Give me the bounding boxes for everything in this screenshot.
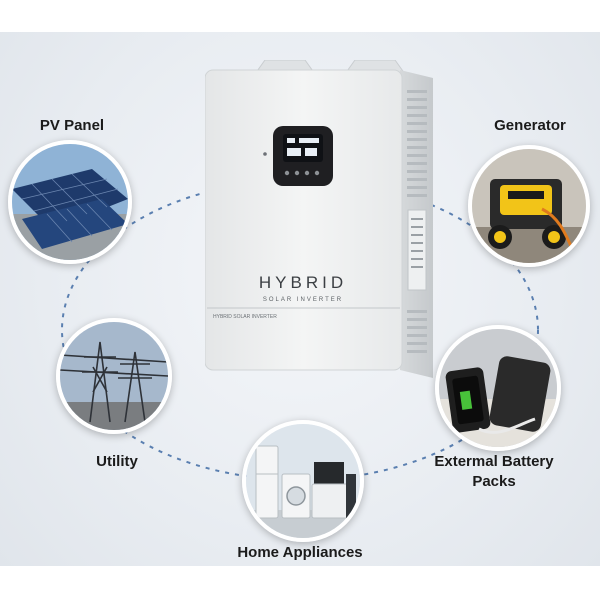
- appliances-icon: [246, 424, 360, 538]
- inverter-brand-text: HYBRID: [259, 273, 347, 292]
- generator-photo: [468, 145, 590, 267]
- power-tower-icon: [60, 322, 168, 430]
- inverter-side-label: HYBRID SOLAR INVERTER: [213, 314, 277, 320]
- solar-panel-icon: [12, 144, 128, 260]
- home-appliances-label: Home Appliances: [237, 544, 363, 561]
- generator-icon: [472, 149, 586, 263]
- battery-packs-photo: [435, 325, 561, 451]
- utility-photo: [56, 318, 172, 434]
- home-appliances-photo: [242, 420, 364, 542]
- battery-packs-label: Extermal Battery Packs: [428, 452, 560, 492]
- generator-label: Generator: [494, 117, 566, 134]
- bottom-margin: [0, 566, 600, 600]
- pv-panel-label: PV Panel: [39, 117, 105, 134]
- top-margin: [0, 0, 600, 32]
- power-bank-icon: [439, 329, 557, 447]
- inverter-sub-text: SOLAR INVERTER: [263, 297, 343, 303]
- battery-packs-label-line2: Packs: [472, 473, 516, 490]
- inverter-image: HYBRID SOLAR INVERTER HYBRID SOLAR INVER…: [205, 60, 433, 378]
- battery-packs-label-line1: Extermal Battery: [434, 453, 554, 470]
- pv-panel-photo: [8, 140, 132, 264]
- utility-label: Utility: [96, 453, 138, 470]
